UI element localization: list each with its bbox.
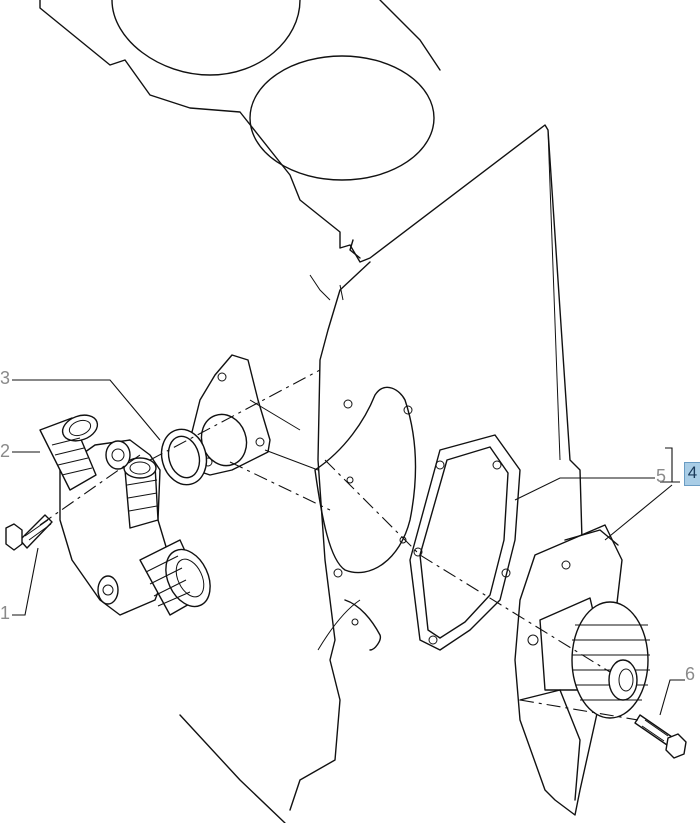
housing-bolt xyxy=(5,514,53,551)
pump-gasket xyxy=(409,434,521,651)
engine-block xyxy=(39,0,583,823)
o-ring-gasket xyxy=(160,428,208,486)
thermostat-flange xyxy=(189,354,319,476)
callout-6: 6 xyxy=(685,664,696,684)
leader-lines xyxy=(12,379,685,716)
callout-1: 1 xyxy=(0,603,11,623)
center-lines xyxy=(39,369,639,721)
thermostat-housing xyxy=(39,414,211,616)
callout-4-highlighted[interactable]: 4 xyxy=(684,462,700,486)
callout-3: 3 xyxy=(0,368,11,388)
pump-pulley xyxy=(571,601,650,719)
callout-2: 2 xyxy=(0,441,11,461)
pump-bolt xyxy=(634,714,687,759)
water-pump xyxy=(514,524,650,816)
callout-5: 5 xyxy=(656,466,667,486)
